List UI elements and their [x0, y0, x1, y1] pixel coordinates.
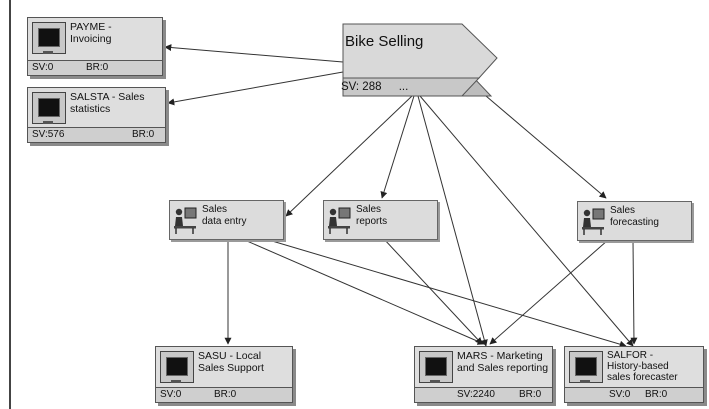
monitor-icon — [419, 351, 453, 383]
business-process-title: Bike Selling — [345, 33, 424, 50]
business-process-sv-value: SV: 288 — [341, 81, 382, 93]
edge-bike-selling-to-mars — [417, 95, 488, 347]
edge-forecasting-to-mars — [489, 239, 609, 345]
system-footer: SV:0 BR:0 — [565, 387, 703, 402]
system-title: MARS - Marketing and Sales reporting — [457, 350, 549, 374]
person-at-desk-icon — [582, 208, 605, 235]
process-label: Sales data entry — [202, 204, 247, 227]
process-node-sales-forecasting[interactable]: Sales forecasting — [577, 201, 692, 241]
system-footer: SV:2240 BR:0 — [415, 387, 552, 402]
monitor-icon — [32, 92, 66, 124]
system-sv: SV:2240 — [457, 389, 495, 400]
system-title: SALSTA - Sales statistics — [70, 91, 145, 115]
system-node-mars[interactable]: MARS - Marketing and Sales reporting SV:… — [414, 346, 553, 403]
system-title: SASU - Local Sales Support — [198, 350, 264, 374]
monitor-icon — [160, 351, 194, 383]
process-node-sales-reports[interactable]: Sales reports — [323, 200, 438, 240]
monitor-icon — [569, 351, 603, 383]
system-sv: SV:0 — [32, 62, 54, 73]
system-br: BR:0 — [132, 129, 155, 140]
monitor-icon — [32, 22, 66, 54]
system-sv: SV:0 — [609, 389, 631, 400]
person-at-desk-icon — [174, 207, 197, 234]
business-process-sv: SV: 288 ... — [341, 81, 408, 93]
system-footer: SV:576 BR:0 — [28, 127, 165, 142]
edge-data-entry-to-salfor — [261, 237, 627, 348]
system-node-payme[interactable]: PAYME - Invoicing SV:0 BR:0 — [27, 17, 163, 76]
edge-bike-selling-to-reports — [380, 95, 415, 199]
system-node-salsta[interactable]: SALSTA - Sales statistics SV:576 BR:0 — [27, 87, 166, 143]
page-left-rule — [9, 0, 11, 409]
business-process-shape — [342, 23, 498, 97]
system-br: BR:0 — [519, 389, 542, 400]
system-br: BR:0 — [645, 389, 668, 400]
business-process-ellipsis: ... — [398, 81, 409, 93]
system-title: PAYME - Invoicing — [70, 21, 112, 45]
process-label: Sales reports — [356, 204, 388, 227]
system-node-sasu[interactable]: SASU - Local Sales Support SV:0 BR:0 — [155, 346, 293, 403]
edge-bike-selling-to-data-entry — [285, 95, 413, 217]
edge-reports-to-mars — [382, 237, 483, 345]
system-br: BR:0 — [86, 62, 109, 73]
system-footer: SV:0 BR:0 — [156, 387, 292, 402]
edge-bike-selling-to-salfor — [419, 95, 634, 347]
system-node-salfor[interactable]: SALFOR - History-based sales forecaster … — [564, 346, 704, 403]
edge-bike-selling-to-salsta — [167, 71, 344, 106]
system-sv: SV:0 — [160, 389, 182, 400]
system-sv: SV:576 — [32, 129, 65, 140]
edge-forecasting-to-salfor — [630, 239, 638, 345]
edge-bike-selling-to-payme — [164, 44, 344, 63]
process-label: Sales forecasting — [610, 205, 659, 228]
process-node-sales-data-entry[interactable]: Sales data entry — [169, 200, 284, 240]
edge-data-entry-to-mars — [239, 237, 485, 345]
system-br: BR:0 — [214, 389, 237, 400]
system-footer: SV:0 BR:0 — [28, 60, 162, 75]
system-title: SALFOR - History-based sales forecaster — [607, 350, 678, 383]
person-at-desk-icon — [328, 207, 351, 234]
edge-bike-selling-to-forecasting — [485, 95, 607, 199]
